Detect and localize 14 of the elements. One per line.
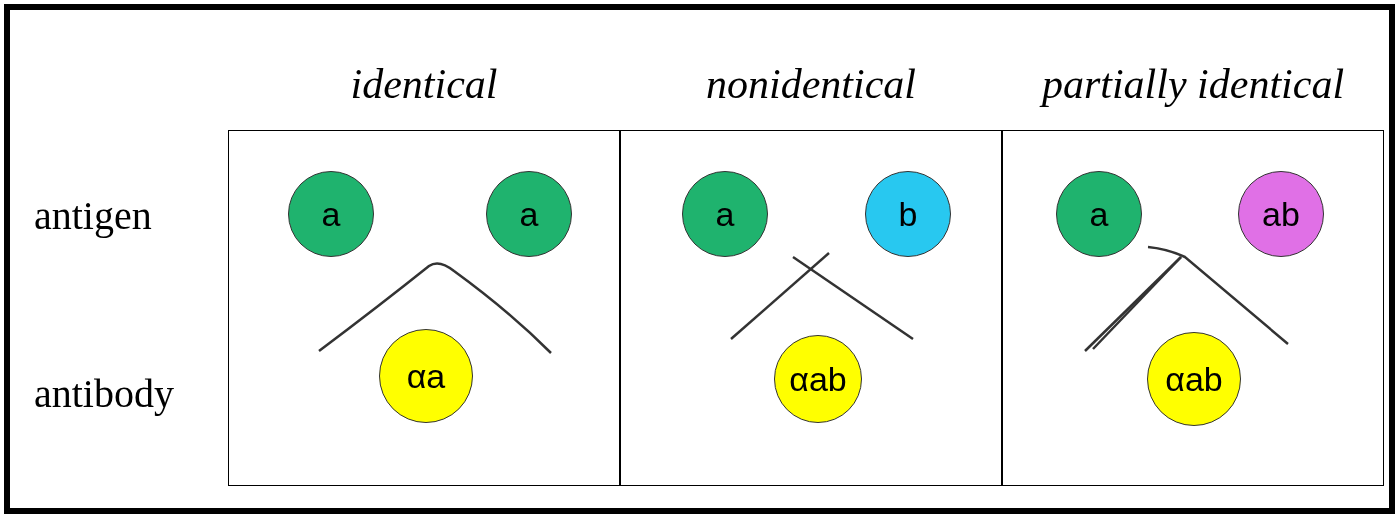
- well-circle: b: [865, 171, 951, 257]
- column-heading: nonidentical: [705, 60, 917, 108]
- column-heading: partially identical: [1038, 60, 1346, 108]
- well-circle: a: [682, 171, 768, 257]
- well-circle: ab: [1238, 171, 1324, 257]
- well-circle: a: [1056, 171, 1142, 257]
- well-circle: αab: [774, 335, 862, 423]
- well-circle: a: [486, 171, 572, 257]
- row-label: antigen: [34, 192, 152, 239]
- well-circle: αa: [379, 329, 473, 423]
- well-circle: a: [288, 171, 374, 257]
- row-label: antibody: [34, 370, 174, 417]
- column-heading: identical: [349, 60, 499, 108]
- well-circle: αab: [1147, 332, 1241, 426]
